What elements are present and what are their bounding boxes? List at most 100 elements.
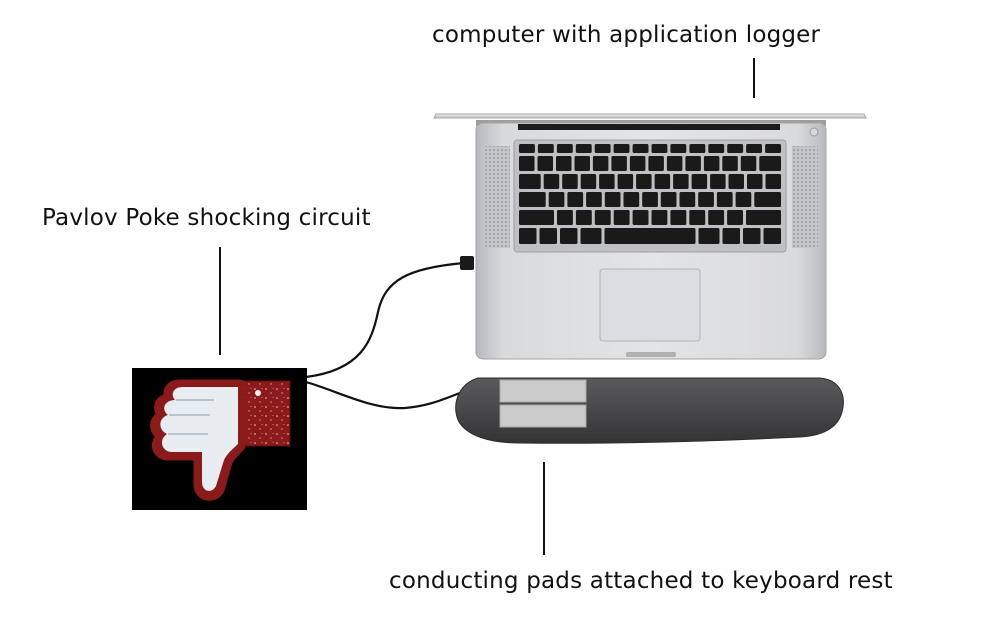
keyboard-key	[537, 144, 554, 153]
keyboard-keys	[519, 144, 781, 244]
keyboard-key	[651, 144, 668, 153]
keyboard-key	[754, 192, 781, 207]
trackpad	[599, 268, 701, 342]
keyboard-key	[575, 210, 592, 225]
keyboard-key	[519, 210, 554, 225]
thumbs-down-icon	[132, 368, 307, 510]
keyboard-key	[604, 228, 696, 244]
keyboard-key	[689, 144, 706, 153]
keyboard-key	[519, 192, 546, 207]
computer-label: computer with application logger	[432, 22, 821, 48]
keyboard-key	[613, 210, 630, 225]
keyboard-key	[636, 174, 652, 189]
keyboard-key	[660, 192, 677, 207]
keyboard-key	[698, 192, 714, 207]
usb-cable	[305, 261, 465, 379]
pad-cable	[305, 380, 461, 410]
keyboard-key	[708, 144, 725, 153]
keyboard-key	[543, 174, 560, 189]
usb-plug	[460, 256, 474, 270]
keyboard-key	[537, 156, 553, 171]
keyboard-key	[611, 156, 627, 171]
keyboard-key	[763, 228, 781, 244]
conducting-pad-bottom	[499, 404, 587, 428]
keyboard-key	[562, 174, 578, 189]
keyboard-key	[698, 228, 720, 244]
keyboard-key	[703, 156, 720, 171]
keyboard-key	[642, 192, 658, 207]
keyboard-key	[632, 144, 649, 153]
keyboard-key	[679, 192, 696, 207]
keyboard-key	[747, 174, 763, 189]
circuit-label: Pavlov Poke shocking circuit	[42, 205, 371, 231]
keyboard-key	[604, 192, 621, 207]
keyboard-key	[765, 174, 781, 189]
keyboard-key	[670, 210, 687, 225]
keyboard-key	[648, 156, 664, 171]
keyboard-key	[617, 174, 634, 189]
keyboard-key	[592, 156, 609, 171]
keyboard-key	[651, 210, 668, 225]
conducting-pad-top	[499, 379, 587, 403]
keyboard-key	[727, 144, 744, 153]
keyboard-key	[623, 192, 640, 207]
keyboard-key	[654, 174, 671, 189]
laptop-lid	[433, 113, 867, 119]
keyboard-key	[765, 144, 781, 153]
laptop-icon	[433, 113, 867, 360]
keyboard-key	[722, 228, 740, 244]
keyboard-wrist-rest-icon	[455, 377, 844, 444]
finger-lines	[168, 399, 214, 435]
keyboard-key	[691, 174, 708, 189]
keyboard-key	[548, 192, 565, 207]
keyboard-key	[557, 210, 573, 225]
keyboard-key	[539, 228, 557, 244]
hand-fill	[160, 387, 238, 491]
keyboard-key	[727, 210, 743, 225]
keyboard-key	[716, 192, 733, 207]
keyboard-key	[722, 156, 738, 171]
laptop-notch	[626, 352, 676, 357]
keyboard-key	[580, 228, 602, 244]
keyboard-key	[519, 156, 535, 171]
keyboard-key	[594, 210, 611, 225]
left-speaker	[484, 146, 510, 248]
keyboard-key	[632, 210, 649, 225]
keyboard-key	[743, 228, 761, 244]
keyboard-key	[746, 210, 781, 225]
keyboard-key	[666, 156, 683, 171]
keyboard-key	[567, 192, 584, 207]
keyboard-key	[689, 210, 706, 225]
keyboard-key	[599, 174, 615, 189]
keyboard-key	[556, 156, 572, 171]
keyboard-key	[519, 228, 537, 244]
keyboard-key	[574, 156, 590, 171]
keyboard-key	[708, 210, 725, 225]
right-speaker	[792, 146, 818, 248]
keyboard-key	[710, 174, 726, 189]
keyboard-key	[594, 144, 611, 153]
keyboard-key	[685, 156, 701, 171]
keyboard-key	[575, 144, 592, 153]
keyboard-key	[519, 174, 541, 189]
cuff-button	[255, 390, 261, 396]
keyboard-key	[556, 144, 573, 153]
keyboard-key	[613, 144, 630, 153]
keyboard-key	[586, 192, 602, 207]
keyboard-key	[728, 174, 744, 189]
keyboard-key	[746, 144, 762, 153]
laptop-vent	[518, 124, 780, 130]
keyboard-key	[735, 192, 752, 207]
keyboard-key	[670, 144, 687, 153]
keyboard-key	[759, 156, 781, 171]
pads-label: conducting pads attached to keyboard res…	[389, 568, 893, 594]
keyboard-key	[740, 156, 757, 171]
keyboard-key	[560, 228, 578, 244]
power-button	[809, 127, 819, 137]
keyboard-key	[673, 174, 689, 189]
keyboard-key	[519, 144, 535, 153]
keyboard-key	[580, 174, 597, 189]
keyboard-key	[629, 156, 646, 171]
